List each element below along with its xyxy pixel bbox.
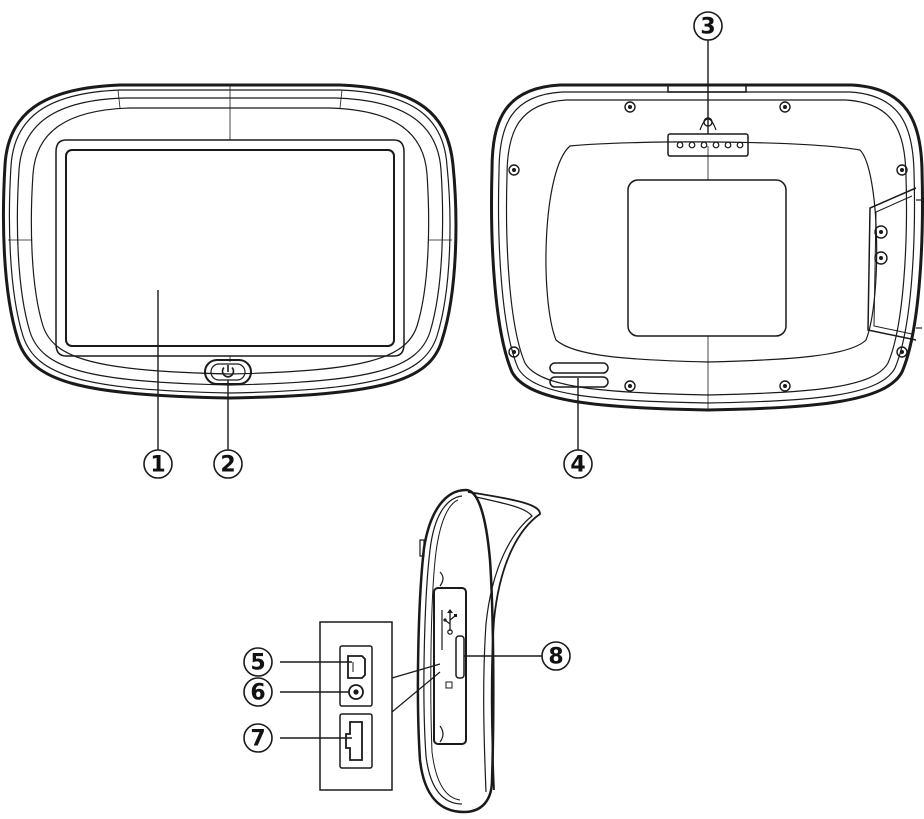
side-port-panel	[433, 587, 467, 745]
screw	[896, 346, 908, 358]
ports-inset-frame	[319, 621, 393, 791]
speaker-grille	[549, 362, 609, 388]
memory-card-slot	[345, 721, 363, 761]
front-shell-ring-2	[8, 89, 451, 394]
callout-7-label: 7	[250, 727, 265, 752]
callout-7: 7	[243, 723, 273, 753]
callout-4: 4	[563, 449, 593, 479]
bracket-outline	[867, 187, 917, 341]
bracket-screw	[874, 251, 888, 265]
callout-3-label: 3	[700, 15, 715, 40]
callout-5: 5	[243, 647, 273, 677]
callout-5-label: 5	[250, 651, 265, 676]
back-screws	[508, 101, 908, 392]
side-mount-arm	[467, 491, 541, 791]
callout-6: 6	[243, 677, 273, 707]
side-body-edge	[423, 495, 463, 805]
side-usb-port	[455, 635, 465, 679]
back-top-clip	[667, 86, 747, 93]
callout-6-label: 6	[250, 681, 265, 706]
mini-usb-port	[347, 655, 366, 679]
callout-2-label: 2	[220, 453, 235, 478]
inset-connector-line	[391, 663, 441, 679]
front-view	[1, 83, 458, 450]
screw	[508, 346, 520, 358]
back-shell-outer	[490, 83, 924, 412]
callout-2: 2	[213, 449, 243, 479]
front-screen	[65, 149, 395, 347]
back-view	[490, 40, 924, 450]
screw	[779, 380, 791, 392]
callout-8: 8	[541, 641, 571, 671]
side-ports-inset	[319, 621, 441, 791]
card-slot-frame	[339, 713, 373, 769]
side-bump	[439, 571, 444, 587]
callout-3: 3	[693, 11, 723, 41]
back-inner-panel	[545, 141, 878, 363]
screw	[624, 380, 636, 392]
callout-8-label: 8	[548, 645, 563, 670]
callout-4-label: 4	[570, 453, 585, 478]
side-body-edge-2	[430, 499, 461, 801]
back-mount-bracket	[867, 187, 922, 341]
side-view	[280, 488, 542, 814]
power-icon	[221, 365, 235, 378]
side-bump	[439, 725, 444, 743]
mini-usb-slot-frame	[339, 645, 373, 707]
bracket-screw	[874, 225, 888, 239]
screw	[624, 101, 636, 113]
back-shell-ring-2	[497, 91, 916, 404]
bracket-inner	[873, 195, 913, 335]
front-seam-tr	[339, 89, 343, 109]
inset-connector-line	[391, 671, 441, 713]
front-seam-tl	[117, 89, 121, 109]
front-screen-frame	[55, 139, 405, 357]
side-indicator	[445, 681, 453, 689]
screw	[779, 101, 791, 113]
back-label-area	[627, 179, 787, 337]
usb-icon	[443, 609, 457, 635]
speaker-slot	[549, 376, 609, 388]
front-shell-ring-3	[16, 97, 444, 386]
speaker-slot	[549, 362, 609, 374]
screw	[508, 164, 520, 176]
front-shell-outer	[1, 83, 458, 400]
screw	[896, 164, 908, 176]
callout-1-label: 1	[150, 453, 165, 478]
side-tab	[419, 539, 425, 557]
callout-1: 1	[143, 449, 173, 479]
side-mount-arm-inner	[475, 496, 533, 793]
front-bezel	[30, 107, 430, 375]
